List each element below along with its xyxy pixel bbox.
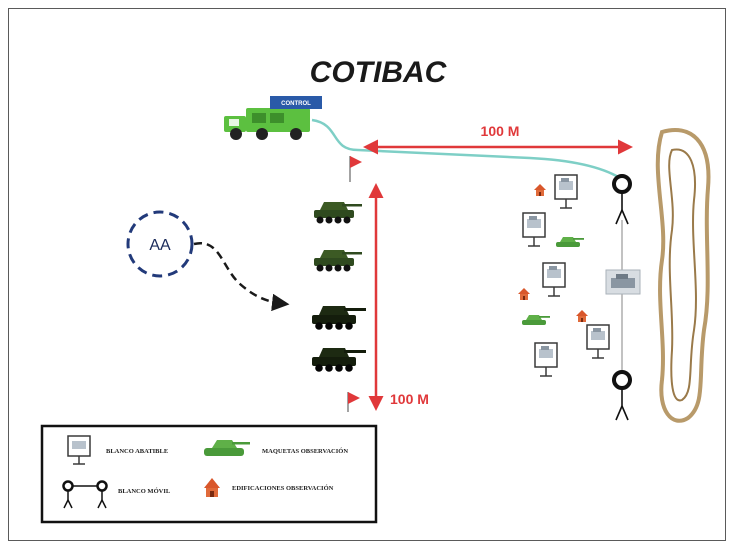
moving-target-post-icon	[612, 370, 632, 422]
popup-target-icon	[522, 212, 546, 247]
tank-model-icon	[522, 315, 550, 325]
control-label: CONTROL	[281, 101, 311, 107]
tank-model-icon	[556, 237, 584, 247]
tank-icon	[312, 348, 366, 372]
popup-target-icon	[534, 342, 558, 377]
distance-vertical-label: 100 M	[390, 391, 429, 407]
building-icon	[518, 288, 530, 300]
distance-horizontal-label: 100 M	[481, 123, 520, 139]
moving-target-post-icon	[612, 174, 632, 226]
flag-icon	[347, 392, 360, 412]
legend: BLANCO ABATIBLE MAQUETAS OBSERVACIÓN BLA…	[40, 424, 378, 524]
legend-maquetas-observacion: MAQUETAS OBSERVACIÓN	[262, 447, 348, 455]
building-icon	[534, 184, 546, 196]
tank-icon	[312, 306, 366, 330]
legend-blanco-abatible: BLANCO ABATIBLE	[106, 448, 168, 455]
legend-tank-model-icon	[204, 440, 250, 456]
building-icon	[576, 310, 588, 322]
popup-target-icon	[586, 324, 610, 359]
control-cable	[311, 118, 621, 180]
popup-target-icon	[554, 174, 578, 209]
legend-blanco-movil: BLANCO MÓVIL	[118, 487, 171, 495]
terrain-contour	[668, 148, 697, 402]
tank-icon	[314, 202, 362, 224]
legend-moving-target-icon	[62, 480, 108, 509]
legend-box	[40, 424, 378, 524]
legend-edificaciones-observacion: EDIFICACIONES OBSERVACIÓN	[232, 484, 334, 492]
aa-label: AA	[149, 237, 171, 254]
tank-icon	[314, 250, 362, 272]
control-box: CONTROL	[270, 96, 322, 109]
assembly-area-circle	[126, 210, 194, 278]
flag-icon	[349, 156, 362, 182]
popup-target-icon	[542, 262, 566, 297]
control-truck-icon	[224, 108, 310, 140]
legend-building-icon	[204, 478, 220, 497]
diagram-title: COTIBAC	[310, 56, 448, 89]
legend-popup-target-icon	[67, 435, 91, 465]
moving-target-icon	[605, 269, 641, 295]
approach-arrow	[193, 242, 290, 312]
diagram-frame	[8, 8, 726, 541]
terrain-berm	[655, 128, 711, 423]
